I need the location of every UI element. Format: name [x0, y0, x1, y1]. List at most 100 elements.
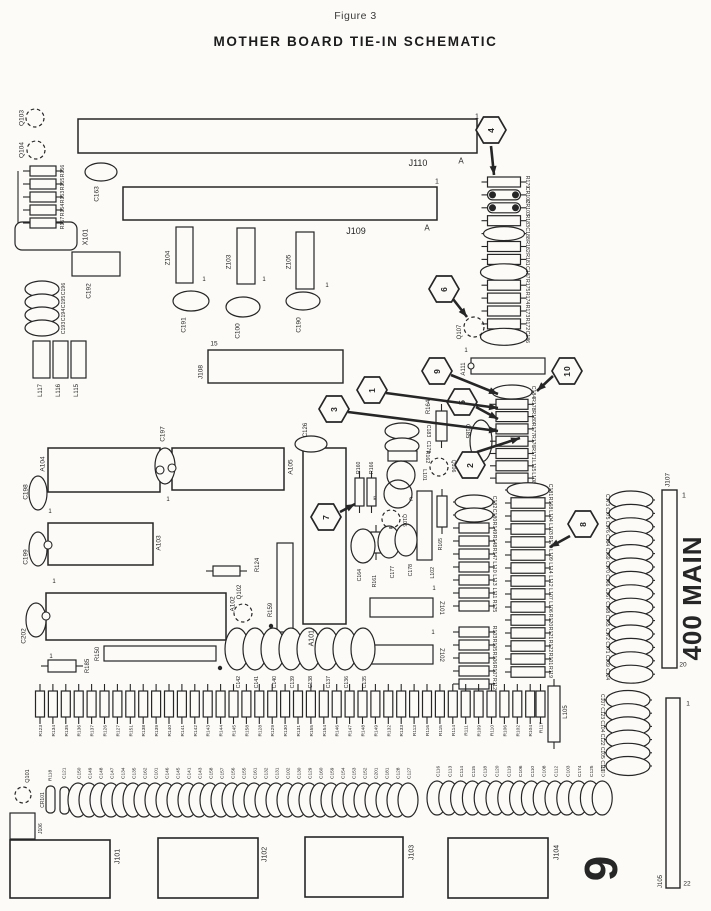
arrowhead — [345, 504, 355, 512]
component-a111 — [470, 357, 546, 375]
component-r120 — [510, 614, 546, 626]
label-r134: R134 — [51, 725, 57, 737]
label-r149: R149 — [373, 725, 379, 737]
label-r171: R171 — [530, 447, 536, 460]
label-e: E — [373, 496, 377, 502]
label-c136: C136 — [344, 676, 350, 689]
label-a101: A101 — [309, 630, 316, 646]
label-r182: R182 — [524, 240, 530, 253]
component-r105 — [458, 639, 490, 651]
component-r151 — [125, 690, 136, 718]
label-r158: R158 — [244, 725, 250, 737]
label-r162: R162 — [424, 451, 430, 464]
connector-j110 — [77, 118, 478, 154]
label-q105: Q105 — [401, 514, 407, 527]
label-c167: C167 — [604, 588, 610, 600]
label-r103: R103 — [491, 626, 497, 639]
label-r149: R149 — [491, 522, 497, 535]
label-cr102: CR102 — [524, 187, 530, 203]
label-r132: R132 — [386, 725, 392, 737]
label-c128: C128 — [396, 767, 402, 779]
label-r109: R109 — [477, 725, 483, 737]
component-r174 — [486, 292, 522, 304]
label-1: 1 — [682, 493, 686, 500]
label-j103: J103 — [409, 845, 416, 860]
ic-notch — [41, 611, 51, 621]
label-r123: R123 — [38, 725, 44, 737]
label-1: 1 — [48, 509, 52, 515]
component-l103 — [510, 523, 546, 535]
label-1: 1 — [686, 701, 690, 708]
component-l102 — [416, 490, 433, 561]
label-a104: A104 — [40, 456, 47, 472]
callout-9 — [421, 357, 453, 385]
label-1: 1 — [367, 387, 377, 393]
diode-band — [512, 191, 519, 199]
label-r147: R147 — [348, 725, 354, 737]
label-c125: C125 — [589, 765, 595, 777]
label-c121: C121 — [62, 767, 68, 779]
component-r116 — [421, 690, 433, 718]
label-c100: C100 — [235, 323, 242, 339]
diode-band — [512, 204, 519, 212]
component-r154 — [318, 690, 329, 718]
label-c143: C143 — [198, 767, 204, 779]
label-1: 1 — [202, 277, 206, 283]
label-r102: R102 — [515, 725, 521, 737]
label-j108: J108 — [198, 365, 205, 379]
label-r110: R110 — [490, 725, 496, 736]
component-r180 — [495, 411, 529, 423]
component-c182 — [454, 494, 494, 510]
diode-cr102 — [486, 189, 522, 201]
label-c120: C120 — [495, 765, 501, 777]
component-r107 — [458, 665, 490, 677]
connector-j108 — [207, 349, 344, 384]
ic-notch — [467, 362, 475, 370]
label-r144: R144 — [219, 725, 225, 737]
label-c168: C168 — [604, 601, 610, 613]
component-l113 — [458, 574, 490, 586]
label-c111: C111 — [599, 760, 605, 771]
component-l115 — [495, 460, 529, 472]
label-r128: R128 — [257, 725, 263, 737]
label-c195: C195 — [61, 296, 67, 309]
label-c142: C142 — [236, 676, 242, 689]
component-r148 — [458, 535, 490, 547]
component-r170 — [510, 536, 546, 548]
label-r122: R122 — [547, 640, 553, 653]
label-q107: Q107 — [457, 324, 463, 339]
transistor-q105 — [381, 509, 401, 529]
connector-j106 — [9, 812, 36, 840]
label-1: 1 — [432, 586, 436, 592]
label-c129: C129 — [308, 767, 314, 779]
component-r121 — [510, 627, 546, 639]
component-l114 — [510, 562, 546, 574]
label-c139: C139 — [290, 676, 296, 689]
component-r159 — [276, 542, 294, 633]
label-l113: L113 — [491, 574, 497, 585]
label-q101: Q101 — [25, 769, 31, 782]
label-l102: L102 — [430, 567, 436, 579]
label-c162: C162 — [143, 767, 149, 779]
label-c137: C137 — [326, 676, 332, 689]
label-c187: C187 — [524, 266, 530, 279]
ic-a104 — [47, 447, 161, 493]
component-r141 — [176, 690, 187, 718]
label-r181: R181 — [524, 253, 530, 266]
label-10: 10 — [562, 365, 572, 376]
arrowhead — [488, 403, 498, 411]
component-l111 — [458, 587, 490, 599]
component-r112 — [458, 678, 490, 690]
label-1: 1 — [431, 630, 435, 636]
ic-a103 — [47, 522, 154, 566]
diode-band — [489, 191, 496, 199]
label-c145: C145 — [176, 767, 182, 779]
component-r122 — [510, 640, 546, 652]
component-r143 — [202, 690, 213, 718]
label-x101: X101 — [83, 229, 90, 245]
component-r146 — [331, 690, 342, 718]
component-r124 — [212, 565, 241, 577]
label-r143: R143 — [206, 725, 212, 737]
label-r178: R178 — [530, 398, 536, 411]
